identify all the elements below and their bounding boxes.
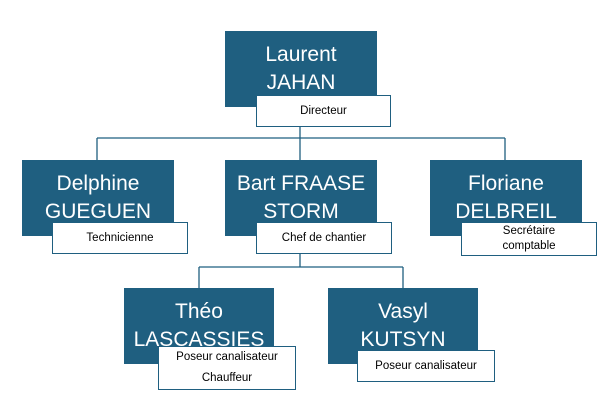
role-label: Poseur canalisateur (375, 359, 477, 372)
node-pipe-layer-role-box: Poseur canalisateur (357, 350, 495, 382)
role-label: Directeur (300, 104, 347, 117)
node-director-role-box: Directeur (256, 95, 391, 127)
role-label: comptable (502, 240, 556, 252)
role-label: Secrétaire (502, 225, 556, 237)
node-site-manager-role-box: Chef de chantier (256, 222, 392, 254)
node-technician-role-box: Technicienne (52, 222, 188, 254)
name-line: Floriane (468, 172, 544, 195)
name-line: Delphine (56, 172, 140, 195)
name-line: JAHAN (266, 71, 336, 94)
name-line: KUTSYN (360, 328, 446, 351)
name-line: DELBREIL (455, 200, 557, 223)
name-line: GUEGUEN (44, 200, 152, 223)
node-director-name-box: Laurent JAHAN (225, 31, 377, 107)
name-line: STORM (263, 200, 339, 223)
role-label: Poseur canalisateur (176, 351, 278, 363)
name-line: Théo (175, 300, 223, 323)
role-label: Chef de chantier (281, 231, 367, 244)
name-line: Vasyl (378, 300, 428, 323)
name-line: Bart FRAASE (236, 172, 366, 195)
name-line: Laurent (265, 43, 337, 66)
node-accountant-role-box: Secrétaire comptable (461, 222, 597, 256)
name-line: LASCASSIES (133, 328, 265, 351)
node-pipe-layer-driver-role-box: Poseur canalisateur Chauffeur (158, 346, 296, 390)
role-label: Chauffeur (201, 372, 253, 384)
role-label: Technicienne (86, 231, 154, 244)
